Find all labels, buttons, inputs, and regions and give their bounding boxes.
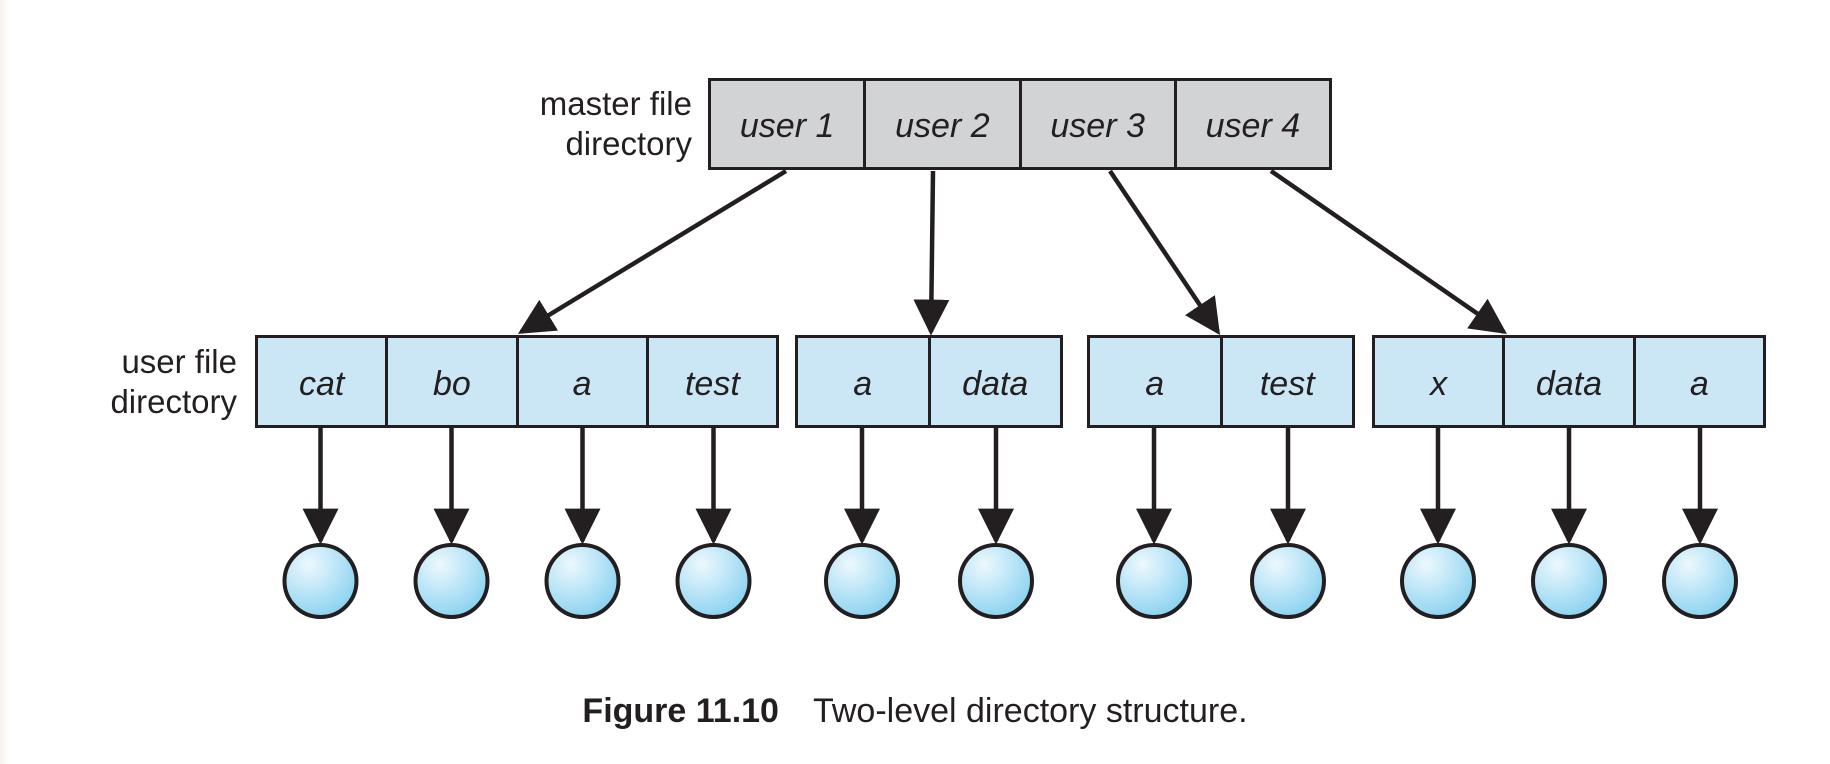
arrow-user3-to-ufd3 [1108, 169, 1221, 335]
master-file-directory: user 1 user 2 user 3 user 4 [708, 78, 1332, 170]
file-circle-icon [544, 543, 621, 619]
file-circle-icon [1400, 543, 1476, 619]
mfd-cell-user1: user 1 [711, 81, 867, 167]
page-edge-shadow [0, 0, 10, 764]
file-circles [282, 543, 1738, 619]
file-circle-icon [1531, 543, 1607, 619]
mfd-cell-user4: user 4 [1205, 107, 1301, 145]
user-file-directory-label-line2: directory [110, 382, 237, 420]
ufd4-cell-x: x [1375, 338, 1506, 425]
master-file-directory-label: master file directory [0, 78, 708, 170]
file-circle-icon [1116, 543, 1192, 619]
arrow-user2-to-ufd2 [913, 170, 950, 336]
master-file-directory-label-line2: directory [565, 125, 692, 162]
file-circle-icon [824, 543, 900, 619]
file-circle-icon [958, 543, 1034, 619]
ufd4-cell-data: data [1505, 338, 1636, 425]
ufd1-cell-cat: cat [258, 338, 389, 425]
ufd2-cell-a: a [798, 338, 931, 425]
ufd3-cell-a: a [1090, 338, 1223, 425]
user-file-directory-2: a data [795, 335, 1063, 428]
user-file-directory-label-line1: user file [121, 342, 237, 380]
figure-caption: Figure 11.10 Two-level directory structur… [0, 692, 1830, 731]
user-file-directory-label: user file directory [0, 335, 237, 428]
master-file-directory-label-line1: master file [539, 85, 692, 122]
ufd4-cell-a: a [1689, 364, 1709, 403]
arrow-user4-to-ufd4 [1269, 169, 1507, 335]
file-circle-icon [282, 543, 359, 619]
ufd2-cell-data: data [962, 364, 1029, 403]
file-circle-icon [1662, 543, 1738, 619]
ufd3-cell-test: test [1259, 364, 1315, 403]
ufd1-cell-a: a [519, 338, 649, 425]
user-file-directory-4: x data a [1372, 335, 1766, 428]
mfd-to-ufd-arrows [517, 169, 1507, 336]
file-circle-icon [675, 543, 752, 619]
arrow-user1-to-ufd1 [517, 169, 788, 334]
ufd1-cell-test: test [684, 364, 740, 403]
ufd-to-file-arrows [302, 428, 1718, 545]
file-circle-icon [413, 543, 490, 619]
mfd-cell-user2: user 2 [866, 81, 1022, 167]
user-file-directory-3: a test [1087, 335, 1355, 428]
file-circle-icon [1250, 543, 1326, 619]
mfd-cell-user3: user 3 [1022, 81, 1177, 167]
user-file-directory-1: cat bo a test [255, 335, 779, 428]
figure-number: Figure 11.10 [582, 692, 779, 730]
ufd1-cell-bo: bo [388, 338, 519, 425]
figure-caption-text: Two-level directory structure. [812, 692, 1248, 730]
